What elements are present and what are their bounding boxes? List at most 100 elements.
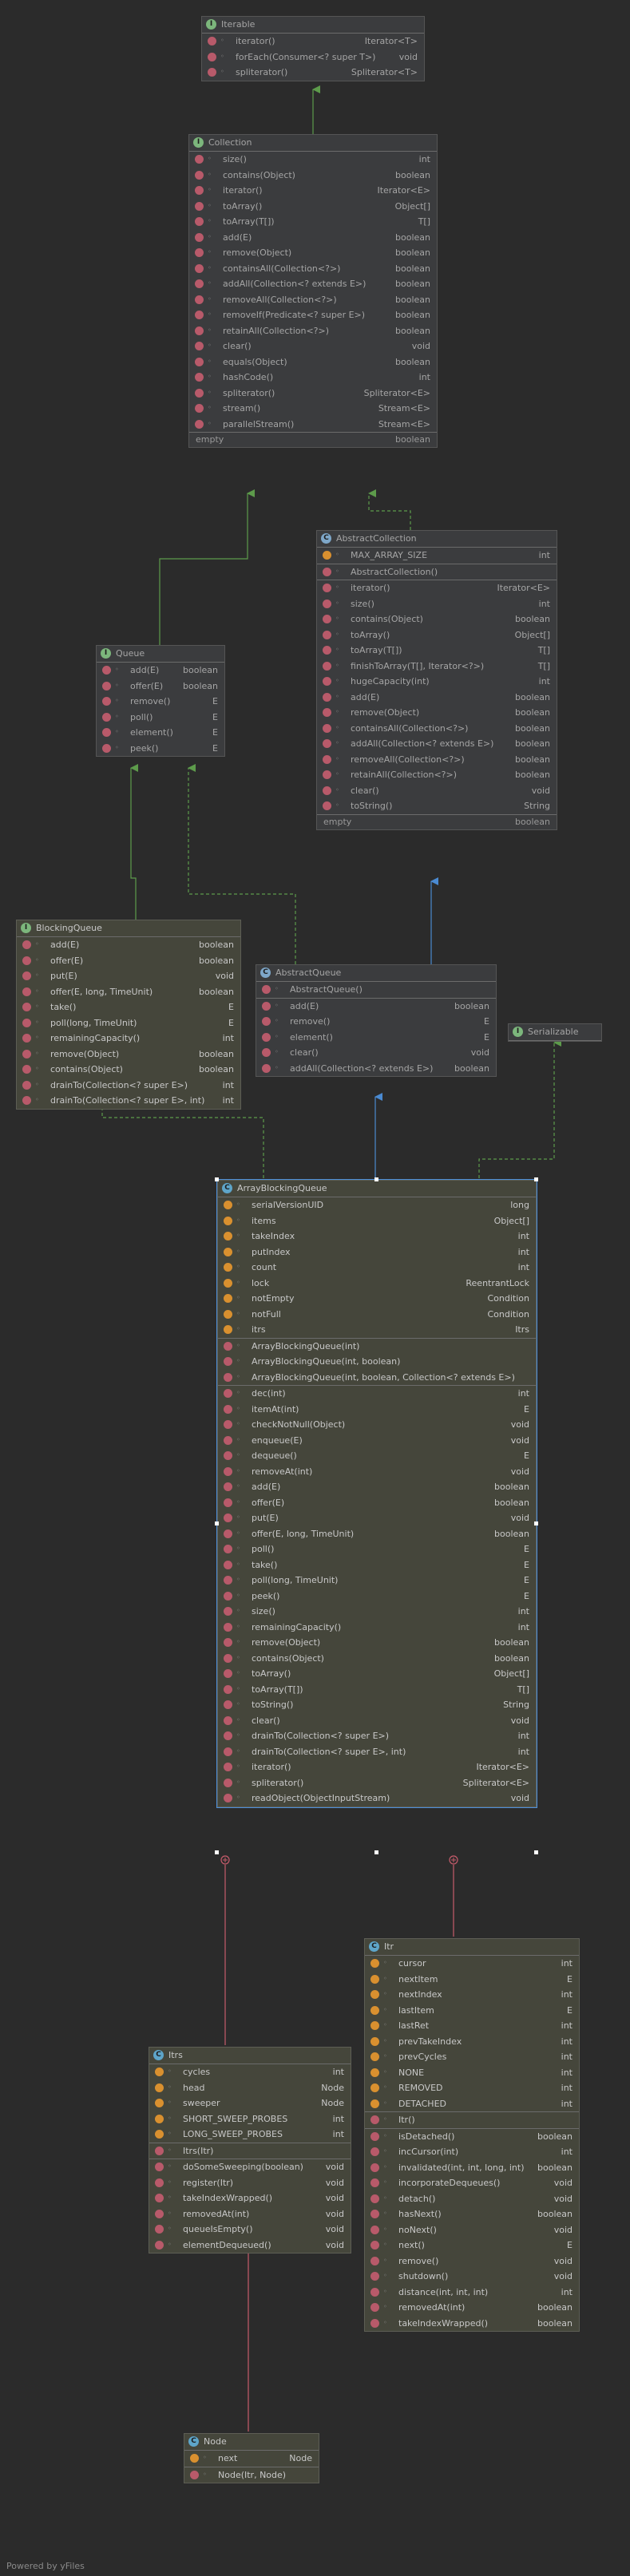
member-row[interactable]: ◦AbstractQueue() — [256, 982, 496, 998]
member-row[interactable]: ◦equals(Object)boolean — [189, 354, 437, 370]
member-row[interactable]: ◦forEach(Consumer<? super T>)void — [202, 49, 424, 65]
member-row[interactable]: ◦enqueue(E)void — [218, 1433, 536, 1449]
selection-handle[interactable] — [374, 1850, 378, 1854]
member-row[interactable]: ◦poll()E — [97, 710, 224, 726]
member-row[interactable]: ◦hasNext()boolean — [365, 2206, 579, 2222]
member-row[interactable]: ◦iterator()Iterator<E> — [218, 1759, 536, 1775]
member-row[interactable]: ◦peek()E — [218, 1589, 536, 1605]
member-row[interactable]: ◦toString()String — [317, 798, 557, 814]
member-row[interactable]: ◦put(E)void — [218, 1510, 536, 1526]
member-row[interactable]: ◦clear()void — [218, 1713, 536, 1729]
member-row[interactable]: ◦iterator()Iterator<E> — [317, 580, 557, 596]
member-row[interactable]: ◦add(E)boolean — [256, 999, 496, 1015]
member-row[interactable]: ◦remove(Object)boolean — [17, 1047, 240, 1062]
member-row[interactable]: ◦iterator()Iterator<E> — [189, 183, 437, 199]
member-row[interactable]: ◦remainingCapacity()int — [218, 1620, 536, 1636]
member-row[interactable]: ◦element()E — [97, 725, 224, 741]
member-row[interactable]: ◦incCursor(int)int — [365, 2144, 579, 2160]
selection-handle[interactable] — [534, 1177, 538, 1181]
member-row[interactable]: ◦size()int — [317, 596, 557, 612]
member-row[interactable]: ◦drainTo(Collection<? super E>)int — [218, 1728, 536, 1744]
member-row[interactable]: ◦remove(Object)boolean — [189, 245, 437, 261]
member-row[interactable]: ◦offer(E, long, TimeUnit)boolean — [17, 984, 240, 1000]
member-row[interactable]: ◦drainTo(Collection<? super E>, int)int — [218, 1744, 536, 1760]
member-row[interactable]: ◦clear()void — [256, 1045, 496, 1061]
member-row[interactable]: ◦next()E — [365, 2238, 579, 2254]
member-row[interactable]: ◦addAll(Collection<? extends E>)boolean — [189, 276, 437, 292]
member-row[interactable]: ◦takeIndexWrapped()void — [149, 2190, 351, 2206]
member-row[interactable]: ◦put(E)void — [17, 968, 240, 984]
member-row[interactable]: ◦hashCode()int — [189, 370, 437, 386]
member-row[interactable]: ◦itemAt(int)E — [218, 1402, 536, 1418]
member-row[interactable]: ◦remove(Object)boolean — [317, 705, 557, 721]
member-row[interactable]: ◦contains(Object)boolean — [189, 168, 437, 184]
member-row[interactable]: ◦removeIf(Predicate<? super E>)boolean — [189, 307, 437, 323]
member-row[interactable]: ◦remove()E — [97, 694, 224, 710]
member-row[interactable]: ◦spliterator()Spliterator<T> — [202, 65, 424, 81]
member-row[interactable]: ◦spliterator()Spliterator<E> — [218, 1775, 536, 1791]
member-row[interactable]: ◦remove(Object)boolean — [218, 1635, 536, 1651]
member-row[interactable]: ◦toArray(T[])T[] — [218, 1682, 536, 1698]
member-row[interactable]: ◦removedAt(int)boolean — [365, 2300, 579, 2316]
member-row[interactable]: ◦poll(long, TimeUnit)E — [17, 1015, 240, 1031]
member-row[interactable]: ◦dequeue()E — [218, 1448, 536, 1464]
member-row[interactable]: ◦contains(Object)boolean — [17, 1062, 240, 1078]
member-row[interactable]: ◦take()E — [218, 1557, 536, 1573]
member-row[interactable]: ◦containsAll(Collection<?>)boolean — [317, 721, 557, 737]
member-row[interactable]: ◦poll()E — [218, 1541, 536, 1557]
selection-handle[interactable] — [215, 1177, 219, 1181]
member-row[interactable]: ◦AbstractCollection() — [317, 564, 557, 580]
member-row[interactable]: ◦noNext()void — [365, 2222, 579, 2238]
member-row[interactable]: ◦dec(int)int — [218, 1386, 536, 1402]
selection-handle[interactable] — [374, 1177, 378, 1181]
member-row[interactable]: ◦add(E)boolean — [97, 663, 224, 679]
member-row[interactable]: ◦offer(E)boolean — [17, 953, 240, 969]
member-row[interactable]: ◦ArrayBlockingQueue(int, boolean, Collec… — [218, 1370, 536, 1386]
member-row[interactable]: ◦addAll(Collection<? extends E>)boolean — [317, 736, 557, 752]
member-row[interactable]: ◦take()E — [17, 999, 240, 1015]
member-row[interactable]: ◦elementDequeued()void — [149, 2238, 351, 2254]
member-row[interactable]: ◦removeAll(Collection<?>)boolean — [189, 292, 437, 308]
member-row[interactable]: ◦doSomeSweeping(boolean)void — [149, 2159, 351, 2175]
member-row[interactable]: ◦queueIsEmpty()void — [149, 2222, 351, 2238]
member-row[interactable]: ◦toArray()Object[] — [189, 199, 437, 215]
member-row[interactable]: ◦toString()String — [218, 1697, 536, 1713]
selection-handle[interactable] — [534, 1850, 538, 1854]
member-row[interactable]: ◦isDetached()boolean — [365, 2129, 579, 2145]
member-row[interactable]: ◦Itrs(Itr) — [149, 2143, 351, 2159]
selection-handle[interactable] — [215, 1521, 219, 1525]
member-row[interactable]: ◦remove()E — [256, 1014, 496, 1030]
member-row[interactable]: ◦addAll(Collection<? extends E>)boolean — [256, 1061, 496, 1077]
member-row[interactable]: ◦checkNotNull(Object)void — [218, 1417, 536, 1433]
member-row[interactable]: ◦offer(E, long, TimeUnit)boolean — [218, 1526, 536, 1542]
member-row[interactable]: ◦add(E)boolean — [317, 690, 557, 706]
member-row[interactable]: ◦readObject(ObjectInputStream)void — [218, 1791, 536, 1806]
member-row[interactable]: ◦poll(long, TimeUnit)E — [218, 1573, 536, 1589]
member-row[interactable]: ◦remove()void — [365, 2254, 579, 2269]
member-row[interactable]: ◦shutdown()void — [365, 2269, 579, 2285]
member-row[interactable]: ◦removeAll(Collection<?>)boolean — [317, 752, 557, 768]
member-row[interactable]: ◦add(E)boolean — [218, 1479, 536, 1495]
member-row[interactable]: ◦retainAll(Collection<?>)boolean — [189, 323, 437, 339]
